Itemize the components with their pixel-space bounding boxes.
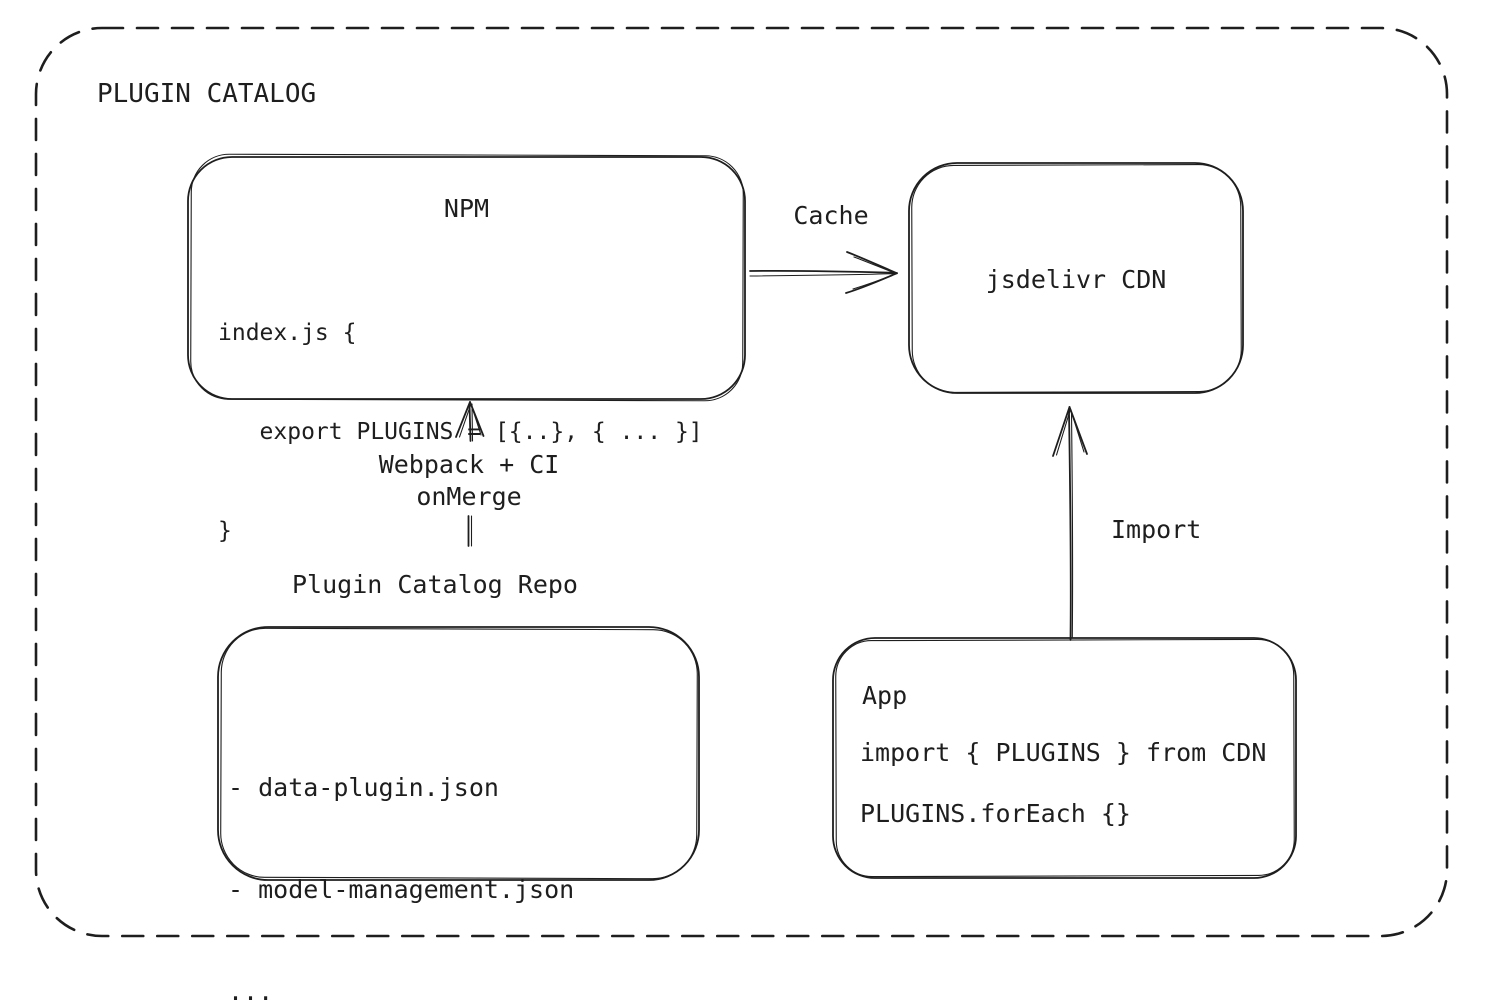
npm-box	[187, 153, 746, 402]
repo-heading: Plugin Catalog Repo	[292, 570, 578, 599]
repo-box	[217, 626, 700, 881]
cdn-label: jsdelivr CDN	[985, 265, 1167, 294]
npm-code-line-2: export PLUGINS = [{..}, { ... }]	[218, 419, 703, 445]
catalog-title: PLUGIN CATALOG	[97, 79, 317, 109]
npm-title: NPM	[443, 194, 490, 223]
app-title: App	[862, 681, 908, 710]
repo-file-list: - data-plugin.json - model-management.js…	[228, 703, 574, 1002]
import-arrow	[1052, 406, 1088, 641]
app-code-line-1: import { PLUGINS } from CDN	[860, 738, 1267, 767]
repo-file-1: - data-plugin.json	[228, 773, 499, 802]
app-box	[832, 637, 1297, 879]
cache-arrow	[749, 251, 898, 294]
build-arrow-label: Webpack + CI	[378, 450, 560, 479]
npm-code-line-3: }	[218, 518, 232, 544]
build-arrow-sublabel: onMerge	[416, 482, 522, 511]
build-arrow	[455, 401, 485, 442]
npm-code: index.js { export PLUGINS = [{..}, { ...…	[218, 251, 703, 614]
repo-file-3: ...	[228, 977, 274, 1002]
build-connector	[467, 515, 473, 547]
app-code-line-2: PLUGINS.forEach {}	[860, 799, 1131, 828]
cdn-box	[908, 162, 1244, 394]
import-arrow-label: Import	[1111, 515, 1202, 544]
repo-file-2: - model-management.json	[228, 875, 575, 904]
plugin-catalog-boundary	[34, 26, 1449, 938]
cache-arrow-label: Cache	[793, 201, 869, 230]
npm-code-line-1: index.js {	[218, 320, 357, 346]
